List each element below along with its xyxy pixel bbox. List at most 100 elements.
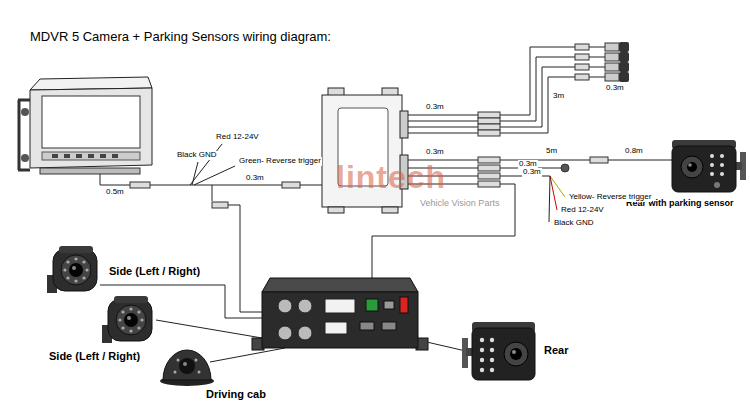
cable-connector [478, 181, 500, 187]
camera-cables [608, 160, 672, 161]
camera-node: Rear with parking sensor [665, 138, 747, 196]
monitor-cable [212, 185, 213, 201]
camera-cables [210, 348, 285, 362]
mdvr-recorder [252, 278, 428, 350]
camera-cables [100, 160, 672, 362]
camera-cables [156, 320, 262, 338]
monitor-cable [228, 205, 262, 312]
mdvr-recorder [262, 292, 418, 348]
camera-node: Side (Left / Right) [100, 295, 158, 347]
dome-camera [195, 359, 198, 362]
mdvr-recorder [325, 322, 347, 334]
length-label: 0.3m [245, 174, 265, 183]
monitor [64, 154, 70, 158]
parking-sensor [605, 63, 619, 71]
dome-camera [163, 350, 211, 380]
wire-label: Black GND [176, 151, 218, 160]
rear-camera [462, 322, 535, 380]
wire-label: Yellow- Reverse trigger [568, 193, 652, 202]
cable-connector [478, 44, 589, 136]
dome-camera [183, 362, 187, 366]
rear-camera [472, 328, 535, 380]
camera-cables [549, 176, 550, 222]
cable-connector [478, 157, 500, 163]
wire-label: Black GND [553, 219, 595, 228]
monitor-cable [300, 185, 322, 186]
cable-connector [212, 202, 228, 208]
sensor-cables [589, 57, 605, 58]
sensor-cables [408, 127, 478, 128]
rear-camera-with-sensor [687, 162, 697, 172]
dome-camera [179, 358, 195, 374]
watermark: Vehicle Vision Parts [420, 199, 499, 209]
sensor-cables [408, 115, 478, 116]
mdvr-recorder [298, 299, 312, 313]
rear-camera-with-sensor [710, 163, 714, 167]
monitor [40, 168, 140, 174]
rear-camera [490, 368, 494, 372]
rear-camera [490, 358, 494, 362]
parking-sensor [605, 73, 619, 81]
sensor-cables [408, 133, 478, 134]
parking-sensor [619, 42, 629, 52]
rear-camera-with-sensor [688, 163, 692, 167]
parking-sensor [605, 42, 629, 82]
monitor-cable [192, 162, 198, 185]
dome-camera [198, 371, 201, 374]
length-label: 0.3m [522, 168, 542, 177]
cable-connector [282, 182, 300, 188]
monitor [42, 152, 140, 160]
cable-connector [590, 157, 608, 163]
length-label: 0.3m [425, 103, 445, 112]
mdvr-recorder [366, 299, 378, 311]
rear-camera-with-sensor [672, 140, 746, 192]
dome-camera [174, 371, 177, 374]
camera-label: Driving cab [205, 388, 267, 401]
sensor-cables [589, 77, 605, 78]
sensor-cables [589, 47, 605, 48]
mdvr-recorder [325, 299, 355, 313]
cable-connector [130, 182, 300, 208]
cable-connector [575, 54, 589, 60]
monitor-cable [194, 166, 235, 185]
mdvr-recorder [278, 299, 292, 313]
cable-connector [575, 64, 589, 70]
monitor [21, 154, 29, 162]
monitor [30, 88, 152, 168]
rear-camera [480, 348, 484, 352]
rear-camera-with-sensor [672, 146, 736, 192]
monitor [21, 108, 29, 116]
rear-camera-with-sensor [681, 156, 703, 178]
monitor [100, 154, 106, 158]
cable-connector [478, 130, 500, 136]
length-label: 5m [545, 147, 558, 156]
camera-cables [550, 176, 557, 210]
parking-sensor-control-box [328, 207, 344, 213]
rear-camera [480, 358, 484, 362]
sensor-cables [408, 47, 605, 133]
monitor-cable [150, 185, 282, 186]
length-label: 0.5m [105, 188, 125, 197]
rear-camera [512, 350, 516, 354]
sensor-cables [408, 121, 478, 122]
mdvr-recorder [360, 322, 374, 330]
parking-sensor [605, 43, 619, 51]
camera-node: Rear [462, 320, 537, 382]
side-camera [47, 246, 97, 293]
rear-camera [480, 338, 484, 342]
length-label: 0.3m [605, 84, 625, 93]
cable-connector [478, 118, 500, 124]
dome-camera [177, 359, 180, 362]
cable-connector [575, 44, 589, 50]
mdvr-recorder [262, 278, 418, 292]
wire-label: Green- Reverse trigger [238, 157, 322, 166]
rear-camera [504, 342, 528, 366]
diagram-title: MDVR 5 Camera + Parking Sensors wiring d… [30, 30, 331, 44]
side-camera [47, 246, 97, 293]
cable-connector [478, 165, 500, 171]
monitor [112, 154, 118, 158]
camera-label: Side (Left / Right) [108, 265, 201, 278]
wire-label: Red 12-24V [560, 206, 605, 215]
parking-sensor [619, 72, 629, 82]
